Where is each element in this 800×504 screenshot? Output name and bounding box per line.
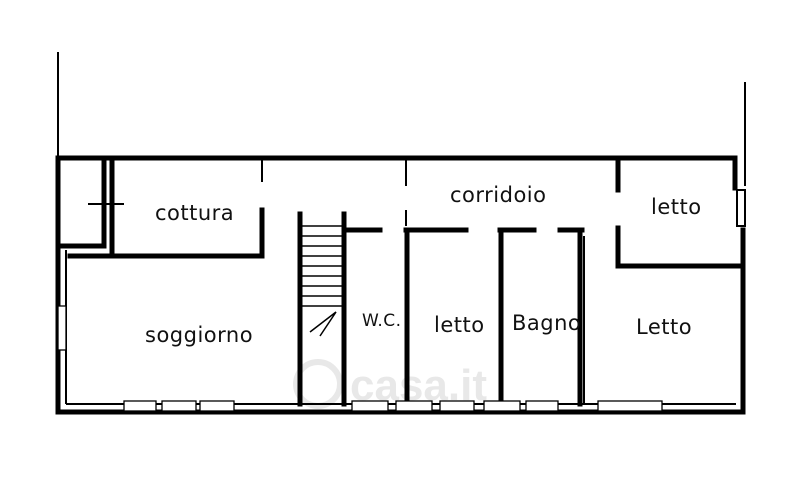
room-label-letto-nord: letto <box>651 195 702 219</box>
room-label-bagno: Bagno <box>512 311 581 335</box>
bedroom-north-walls <box>615 155 746 269</box>
kitchen-walls <box>67 155 265 259</box>
room-label-corridoio: corridoio <box>450 183 547 207</box>
room-label-cucina: cottura <box>155 201 234 225</box>
room-label-letto-sud: Letto <box>636 315 692 339</box>
room-dividers <box>404 227 585 407</box>
windows <box>57 305 663 412</box>
watermark-logo-icon <box>293 359 343 409</box>
room-label-soggiorno: soggiorno <box>145 323 253 347</box>
room-label-letto-centrale: letto <box>434 313 485 337</box>
closet-left <box>55 155 124 249</box>
room-label-wc: W.C. <box>362 311 402 331</box>
stair <box>297 211 347 407</box>
